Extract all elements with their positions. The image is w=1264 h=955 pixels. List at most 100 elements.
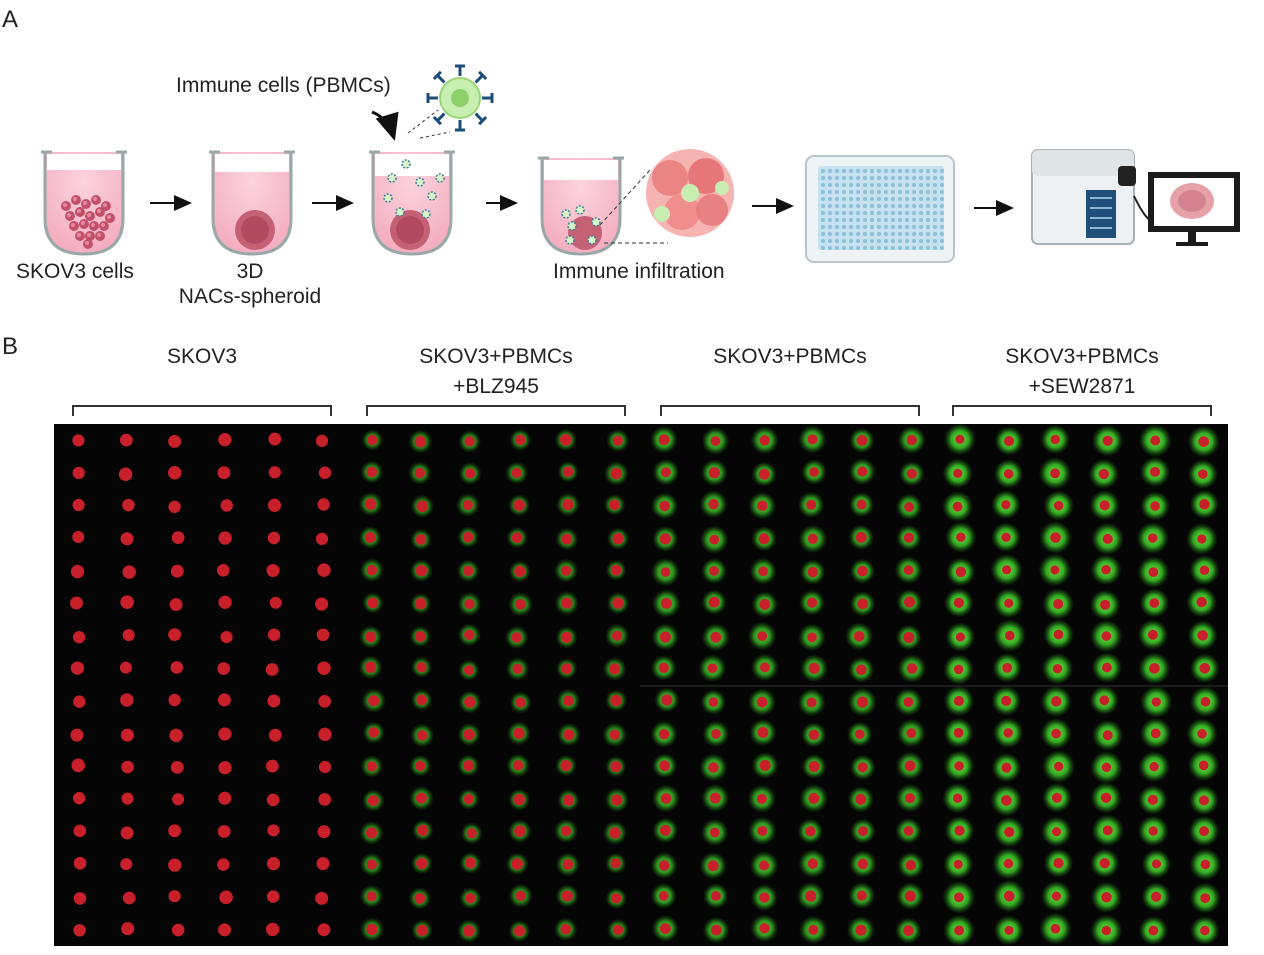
spheroid-signal [1150,501,1160,511]
spheroid-signal [218,791,232,805]
spheroid-signal [660,567,671,577]
spheroid-signal [464,598,475,610]
spheroid-signal [561,663,573,675]
spheroid-signal [464,696,476,708]
spheroid-signal [217,662,230,675]
spheroid-signal [609,729,620,740]
spheroid-signal [757,727,769,738]
spheroid-signal [462,565,474,577]
spheroid-signal [365,631,377,643]
spheroid-signal [1149,761,1159,772]
spheroid-signal [855,531,867,543]
spheroid-signal [1002,662,1013,673]
spheroid-signal [855,664,867,675]
spheroid-signal [168,466,182,480]
spheroid-signal [1001,795,1012,806]
spheroid-signal [757,500,768,511]
spheroid-signal [759,598,771,610]
spheroid-signal [953,727,964,738]
spheroid-signal [758,468,770,480]
spheroid-signal [955,566,967,578]
spheroid-signal [267,694,281,708]
spheroid-signal [366,466,378,478]
group-2-title-line2: +BLZ945 [453,375,539,398]
spheroid-signal [659,824,671,836]
spheroid-signal [904,890,916,902]
spheroid-signal [515,599,526,610]
spheroid-signal [808,662,820,674]
spheroid-signal [218,727,232,741]
spheroid-signal [1001,762,1012,773]
spheroid-signal [560,565,572,576]
spheroid-signal [609,827,621,839]
spheroid-signal [414,435,427,448]
spheroid-signal [367,434,378,446]
curved-arrow-icon [371,110,399,141]
spheroid-signal [416,500,429,513]
spheroid-signal [168,824,182,838]
spheroid-signal [119,433,133,447]
spheroid-signal [70,661,85,675]
spheroid-signal [710,924,722,936]
spheroid-signal [1053,629,1064,640]
spheroid-signal [953,597,964,608]
panel-label-a: A [2,6,19,33]
spheroid-signal [169,728,183,743]
spheroid-signal [1050,923,1061,934]
spheroid-signal [121,922,135,936]
spheroid-signal [171,531,185,545]
spheroid-signal [709,534,720,545]
spheroid-signal [1053,761,1064,772]
spheroid-signal [709,566,719,576]
spheroid-signal [954,925,965,936]
spheroid-signal [708,499,719,510]
spheroid-signal [170,564,184,578]
spheroid-signal [465,893,476,904]
spheroid-signal [170,661,184,674]
spheroid-signal [416,857,428,870]
spheroid-signal [267,498,282,512]
pbmc-dots [383,159,445,219]
spheroid-signal [612,597,624,609]
spheroid-signal [122,629,135,642]
spheroid-signal [218,595,232,609]
spheroid-signal [1199,499,1210,510]
spheroid-signal [1004,598,1014,608]
spheroid-signal [1003,858,1014,869]
spheroid-signal [315,597,329,611]
spheroid-signal [1199,565,1210,576]
spheroid-signal [315,891,329,905]
spheroid-signal [809,467,819,477]
spheroid-signal [1100,599,1111,610]
spheroid-signal [1102,662,1112,673]
spheroid-signal [561,533,573,545]
spheroid-signal [366,859,377,870]
spheroid-signal [709,827,720,838]
spheroid-signal [857,598,869,610]
spheroid-signal [513,727,525,739]
spheroid-signal [953,664,964,675]
spheroid-signal [366,923,378,936]
spheroid-signal [463,728,475,741]
spheroid-signal [1102,533,1113,545]
spheroid-signal [1147,794,1158,805]
spheroid-signal [515,890,526,901]
spheroid-signal [513,925,526,937]
spheroid-signal [956,532,966,542]
spheroid-signal [1051,696,1062,707]
spheroid-signal [1052,663,1063,674]
well-immune-cells-added [369,150,455,256]
well-skov3-cells [41,150,127,256]
spheroid-signal [415,564,428,577]
spheroid-signal [1101,892,1112,903]
spheroid-signal [70,596,83,610]
group-4-title-line1: SKOV3+PBMCs [1005,345,1159,368]
spheroid-signal [462,499,473,511]
spheroid-signal [1101,631,1112,641]
spheroid-signal [561,890,573,902]
spheroid-signal [511,532,523,544]
spheroid-signal [953,859,963,869]
spheroid-signal [855,924,867,936]
spheroid-signal [759,662,770,673]
spheroid-signal [414,893,426,904]
